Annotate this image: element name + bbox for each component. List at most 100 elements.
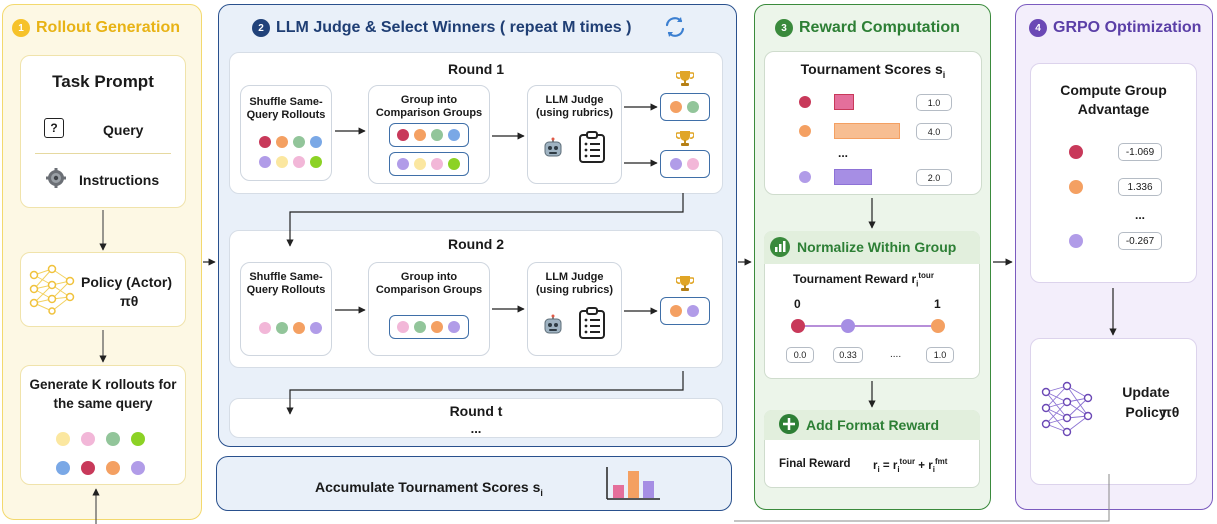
grpo-section-title: 4 GRPO Optimization: [1029, 19, 1201, 37]
rollout-dot: [106, 432, 120, 446]
neural-network-icon: [1040, 378, 1094, 438]
winner-box: [660, 93, 710, 121]
winner-box: [660, 297, 710, 325]
group-label: Group into Comparison Groups: [375, 94, 483, 119]
round-2-title: Round 2: [448, 236, 504, 252]
generate-rollouts-card: Generate K rollouts for the same query: [20, 365, 186, 485]
instructions-label: Instructions: [79, 172, 160, 188]
round-t-title: Round t: [449, 403, 503, 419]
formula-sup: tour: [899, 457, 916, 466]
formula-part: r: [873, 459, 878, 472]
rollout-dot: [670, 101, 682, 113]
score-bar: [834, 169, 872, 185]
scores-title-text: Tournament Scores s: [800, 61, 943, 77]
rollout-dot: [56, 461, 70, 475]
robot-icon: [542, 314, 564, 336]
scale-value: 0.33: [833, 347, 863, 363]
query-label: Query: [103, 122, 144, 138]
rollout-dot: [397, 158, 409, 170]
llm-judge-card: LLM Judge (using rubrics): [527, 262, 622, 356]
rollout-dot: [448, 129, 460, 141]
group-label: Group into Comparison Groups: [375, 271, 483, 296]
formula-part: + r: [915, 459, 933, 472]
score-bar: [834, 123, 900, 139]
gear-icon: [46, 168, 66, 188]
normalize-title: Normalize Within Group: [797, 239, 957, 255]
step-number-badge: 1: [12, 19, 30, 37]
scale-ellipsis: ....: [890, 349, 902, 360]
accumulate-text: Accumulate Tournament Scores s: [315, 479, 541, 495]
rollout-dot: [799, 125, 811, 137]
accumulate-label: Accumulate Tournament Scores si: [315, 479, 543, 498]
rollout-dot: [276, 322, 288, 334]
policy-symbol: πθ: [120, 293, 139, 309]
rollout-dot: [687, 101, 699, 113]
rollout-dot: [1069, 234, 1083, 248]
section-title-text: GRPO Optimization: [1053, 19, 1202, 36]
rollout-dot: [259, 156, 271, 168]
formula-sub: i: [877, 465, 880, 475]
step-number-badge: 3: [775, 19, 793, 37]
scale-dot: [931, 319, 945, 333]
rollout-dot: [687, 305, 699, 317]
score-value: 2.0: [916, 169, 952, 186]
robot-icon: [542, 137, 564, 159]
rollout-dot: [106, 461, 120, 475]
formula-sub: i: [932, 465, 935, 475]
rollout-dot: [310, 136, 322, 148]
divider: [35, 153, 171, 154]
neural-network-icon: [27, 263, 77, 315]
step-number-badge: 4: [1029, 19, 1047, 37]
advantage-value: -0.267: [1118, 232, 1162, 250]
rollout-dot: [670, 158, 682, 170]
rollout-dot: [431, 158, 443, 170]
scale-min: 0: [794, 297, 801, 311]
score-value: 1.0: [916, 94, 952, 111]
rollout-dot: [448, 321, 460, 333]
llm-judge-label: LLM Judge (using rubrics): [535, 271, 613, 296]
rollout-dot: [414, 129, 426, 141]
shuffle-label: Shuffle Same-Query Rollouts: [246, 96, 326, 121]
rollout-section-title: 1 Rollout Generation: [12, 19, 180, 37]
tournament-reward-label: Tournament Reward ritour: [793, 271, 934, 288]
section-title-text: Reward Computation: [799, 19, 960, 36]
formula-sup: fmt: [934, 457, 948, 466]
tour-reward-text: Tournament Reward r: [793, 272, 917, 286]
rollout-dot: [397, 321, 409, 333]
task-prompt-card: Task Prompt ? Query Instructions: [20, 55, 186, 208]
plus-icon: [779, 414, 799, 434]
rollout-dot: [81, 432, 95, 446]
scale-line: [798, 325, 938, 327]
scale-value: 1.0: [926, 347, 954, 363]
winner-box: [660, 150, 710, 178]
clipboard-icon: [578, 307, 606, 339]
rollout-dot: [1069, 145, 1083, 159]
scale-dot: [791, 319, 805, 333]
advantage-ellipsis: ...: [1135, 208, 1146, 222]
rollout-dot: [310, 322, 322, 334]
compute-advantage-title: Compute Group Advantage: [1060, 82, 1167, 117]
round-1-title: Round 1: [448, 61, 504, 77]
rollout-dot: [293, 322, 305, 334]
rollout-dot: [687, 158, 699, 170]
format-reward-header: [764, 410, 980, 440]
score-value: 4.0: [916, 123, 952, 140]
bar-chart-icon: [770, 237, 790, 257]
shuffle-label: Shuffle Same-Query Rollouts: [246, 271, 326, 296]
rollout-dot: [431, 321, 443, 333]
policy-actor-label: Policy (Actor): [81, 274, 173, 290]
normalize-header: [764, 231, 980, 264]
rollout-dot: [414, 321, 426, 333]
rollout-dot: [56, 432, 70, 446]
task-prompt-title: Task Prompt: [52, 72, 154, 91]
bar-chart-icon: [605, 465, 661, 501]
final-reward-label: Final Reward: [779, 458, 851, 470]
generate-rollouts-text: Generate K rollouts for the same query: [29, 377, 177, 411]
update-policy-label: Update Policy: [1122, 384, 1170, 420]
rollout-dot: [799, 96, 811, 108]
trophy-icon: [675, 274, 695, 292]
rollout-dot: [431, 129, 443, 141]
rollout-dot: [414, 158, 426, 170]
formula-sub: i: [897, 465, 900, 475]
rollout-dot: [131, 432, 145, 446]
